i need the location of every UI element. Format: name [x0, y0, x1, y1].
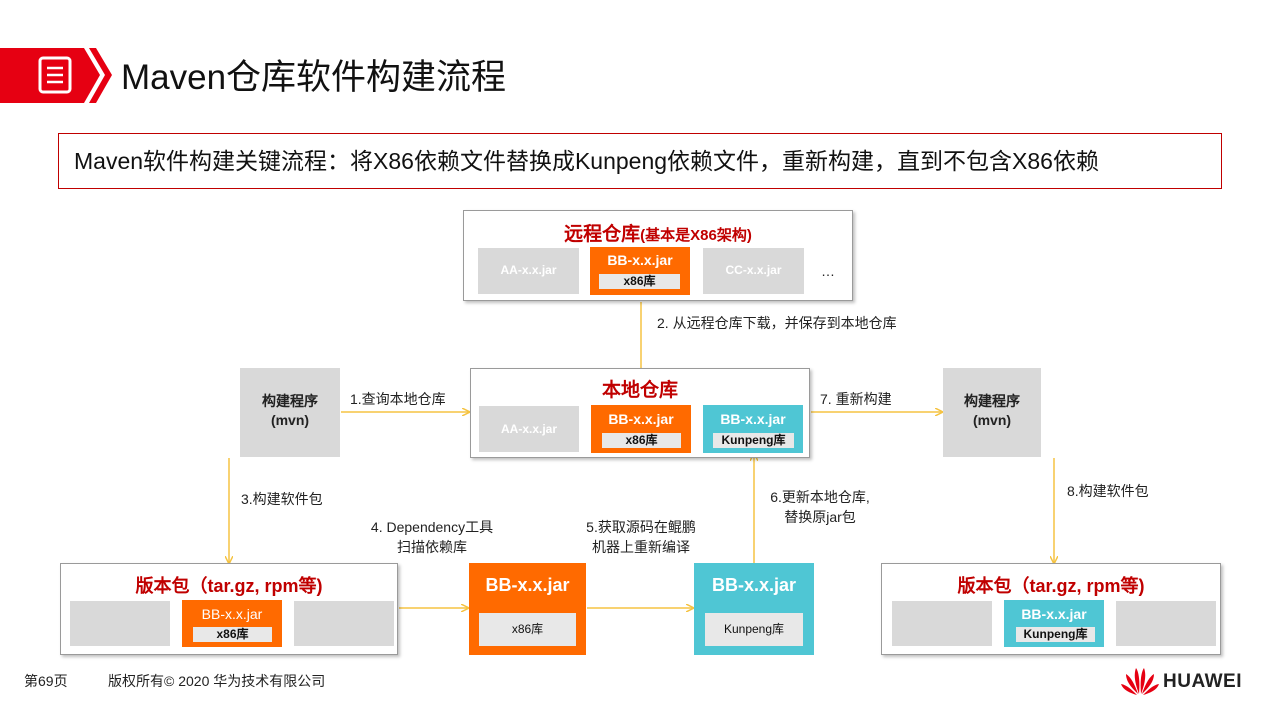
step1-label: 1.查询本地仓库: [350, 391, 446, 407]
remote-jar-cc: CC-x.x.jar: [703, 248, 804, 294]
step7-label: 7. 重新构建: [820, 391, 892, 407]
page-title: Maven仓库软件构建流程: [121, 58, 507, 97]
package-left-title: 版本包（tar.gz, rpm等): [135, 576, 323, 596]
package-left-lib: x86库: [193, 627, 272, 642]
package-right-title: 版本包（tar.gz, rpm等): [957, 576, 1145, 596]
middle-jar-kunpeng: BB-x.x.jar Kunpeng库: [694, 563, 814, 655]
package-box-right: 版本包（tar.gz, rpm等) BB-x.x.jar Kunpeng库: [881, 563, 1221, 655]
middle-jar-x86-lib: x86库: [479, 613, 576, 646]
summary-text: Maven软件构建关键流程：将X86依赖文件替换成Kunpeng依赖文件，重新构…: [74, 148, 1099, 174]
remote-repo-title: 远程仓库(基本是X86架构): [564, 224, 752, 245]
package-left-jar: BB-x.x.jar x86库: [182, 600, 282, 647]
step2-label: 2. 从远程仓库下载，并保存到本地仓库: [657, 315, 897, 331]
local-jar-bb-x86: BB-x.x.jar x86库: [591, 405, 691, 453]
brand-name: HUAWEI: [1163, 671, 1242, 692]
page-number: 第69页: [24, 673, 68, 689]
package-left-slot-1: [70, 601, 170, 646]
local-repo-box: 本地仓库 AA-x.x.jar BB-x.x.jar x86库 BB-x.x.j…: [470, 368, 810, 458]
step4-label: 4. Dependency工具 扫描依赖库: [370, 519, 494, 555]
local-jar-bb-x86-lib: x86库: [602, 433, 681, 448]
local-jar-bb-kunpeng-lib: Kunpeng库: [713, 433, 794, 448]
huawei-flower-logo: [1121, 668, 1159, 695]
package-right-slot-1: [892, 601, 992, 646]
title-banner: [0, 48, 112, 103]
summary-box: Maven软件构建关键流程：将X86依赖文件替换成Kunpeng依赖文件，重新构…: [58, 133, 1222, 189]
local-repo-title: 本地仓库: [601, 380, 678, 401]
step8-label: 8.构建软件包: [1067, 483, 1149, 499]
package-box-left: 版本包（tar.gz, rpm等) BB-x.x.jar x86库: [60, 563, 398, 655]
remote-jar-bb: BB-x.x.jar x86库: [590, 247, 690, 295]
build-tool-left: 构建程序 (mvn): [240, 368, 340, 457]
package-right-jar: BB-x.x.jar Kunpeng库: [1004, 600, 1104, 647]
local-jar-aa: AA-x.x.jar: [479, 406, 579, 452]
remote-jar-bb-lib: x86库: [599, 274, 680, 289]
document-icon: [38, 56, 72, 94]
middle-jar-x86: BB-x.x.jar x86库: [469, 563, 586, 655]
package-right-slot-3: [1116, 601, 1216, 646]
step3-label: 3.构建软件包: [241, 491, 323, 507]
remote-repo-subtitle: (基本是X86架构): [640, 227, 752, 244]
remote-ellipsis: …: [821, 263, 835, 279]
package-left-slot-3: [294, 601, 394, 646]
step6-label: 6.更新本地仓库, 替换原jar包: [770, 489, 870, 525]
build-tool-right: 构建程序 (mvn): [943, 368, 1041, 457]
local-jar-bb-kunpeng: BB-x.x.jar Kunpeng库: [703, 405, 803, 453]
remote-repo-box: 远程仓库(基本是X86架构) AA-x.x.jar BB-x.x.jar x86…: [463, 210, 853, 301]
package-right-lib: Kunpeng库: [1016, 627, 1095, 642]
remote-jar-aa: AA-x.x.jar: [478, 248, 579, 294]
middle-jar-kunpeng-lib: Kunpeng库: [705, 613, 803, 646]
copyright: 版权所有© 2020 华为技术有限公司: [108, 673, 326, 689]
step5-label: 5.获取源码在鲲鹏 机器上重新编译: [586, 519, 696, 555]
